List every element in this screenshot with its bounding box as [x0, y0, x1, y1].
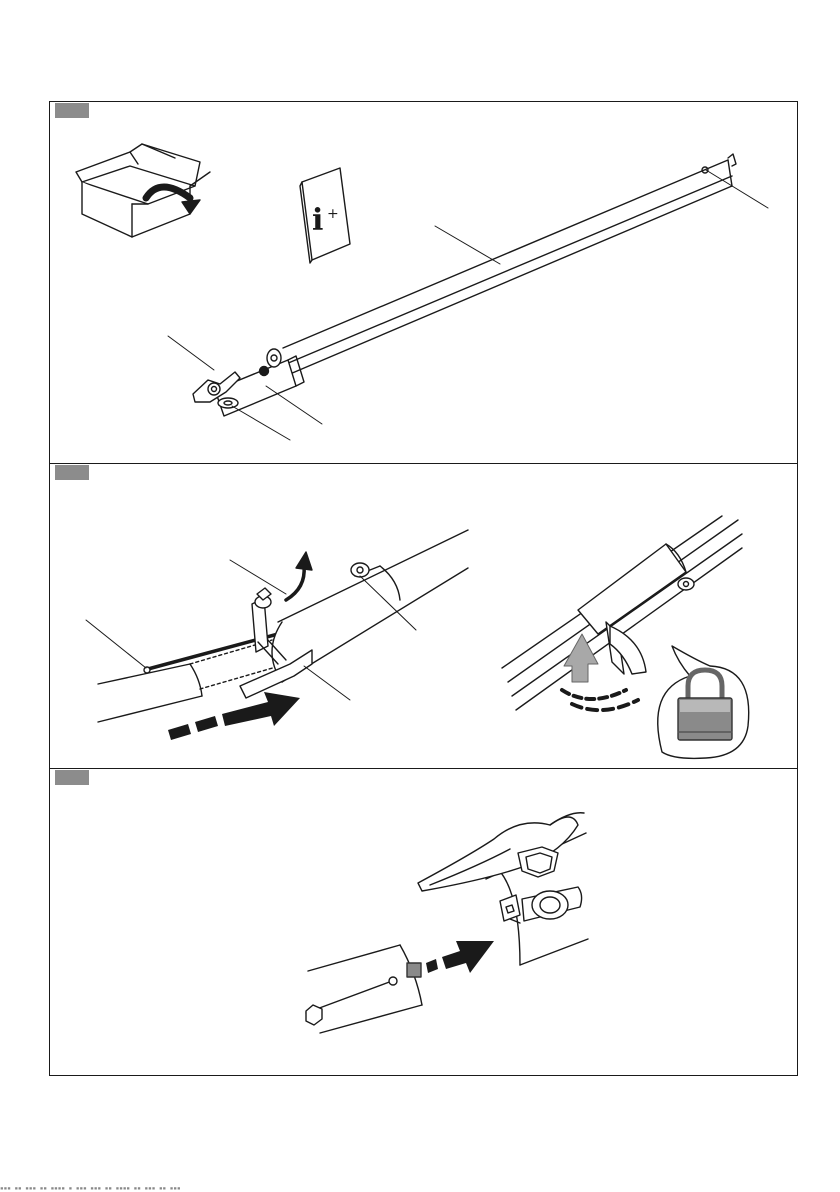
instruction-sheet: i +: [49, 101, 798, 1076]
manual-booklet-icon: i +: [300, 168, 350, 263]
pole-end: [306, 945, 422, 1033]
telescopic-pole: [283, 154, 736, 374]
curved-up-arrow: [286, 552, 312, 600]
outer-pole-with-clamp: [240, 530, 468, 698]
manual-plus-symbol: +: [327, 206, 339, 222]
manual-i-symbol: i: [312, 203, 323, 238]
connector-head: [418, 813, 588, 965]
open-box-icon: [76, 144, 210, 237]
step-panel-2: [50, 463, 797, 768]
step-panel-3: [50, 768, 797, 1074]
footer-print-line: ▪▪▪ ▪▪ ▪▪▪ ▪▪ ▪▪▪▪ ▪ ▪▪▪ ▪▪▪ ▪▪ ▪▪▪▪ ▪▪ …: [0, 1186, 380, 1192]
padlock-icon: [658, 646, 749, 758]
step-panel-1: i +: [50, 102, 797, 463]
insertion-arrow: [426, 941, 494, 973]
pole-head-assembly: [193, 349, 304, 416]
